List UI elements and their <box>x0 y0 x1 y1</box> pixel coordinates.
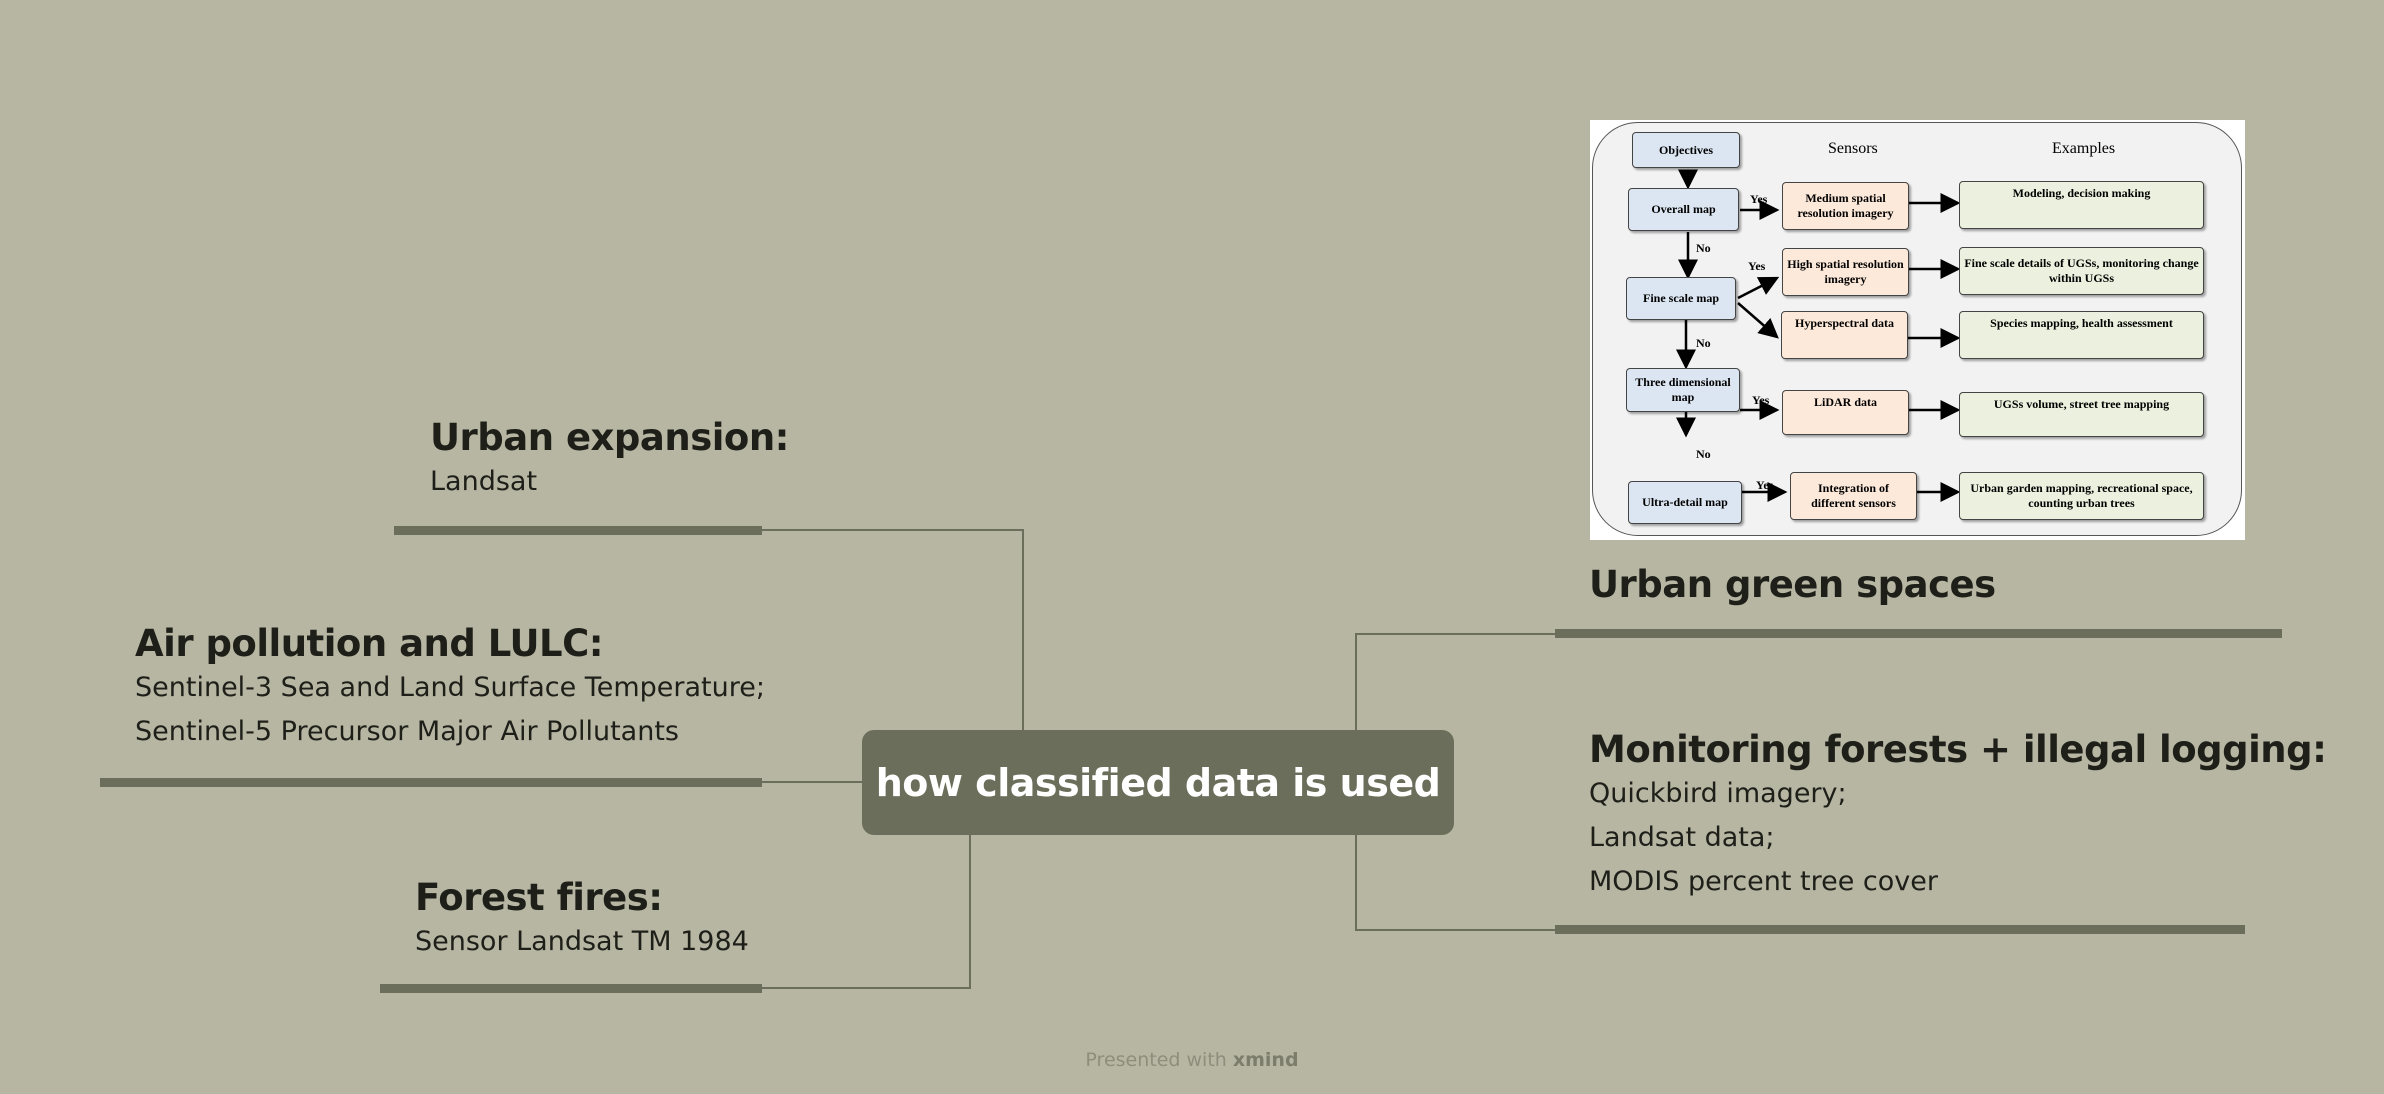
sensor-hyperspectral: Hyperspectral data <box>1781 311 1908 359</box>
example-label: Fine scale details of UGSs, monitoring c… <box>1964 256 2199 285</box>
objective-label: Ultra-detail map <box>1642 495 1728 509</box>
topic-title: Forest fires: <box>415 876 663 919</box>
example-ugss-volume: UGSs volume, street tree mapping <box>1959 392 2204 437</box>
topic-underline <box>100 778 762 787</box>
example-species-mapping: Species mapping, health assessment <box>1959 311 2204 359</box>
topic-detail: Sentinel-5 Precursor Major Air Pollutant… <box>135 716 679 748</box>
topic-detail: MODIS percent tree cover <box>1589 866 1938 898</box>
yes-label: Yes <box>1750 192 1768 206</box>
central-topic-label: how classified data is used <box>875 760 1441 805</box>
example-label: Species mapping, health assessment <box>1990 316 2173 330</box>
objective-label: Overall map <box>1651 202 1716 216</box>
objective-ultra-detail-map: Ultra-detail map <box>1628 481 1742 524</box>
example-fine-scale: Fine scale details of UGSs, monitoring c… <box>1959 247 2204 295</box>
topic-air-pollution[interactable]: Air pollution and LULC: Sentinel-3 Sea a… <box>135 622 765 754</box>
sensor-label: Integration of different sensors <box>1811 481 1896 510</box>
example-label: Urban garden mapping, recreational space… <box>1970 481 2193 510</box>
topic-underline <box>1555 629 2282 638</box>
sensor-label: Medium spatial resolution imagery <box>1797 191 1894 220</box>
yes-label: Yes <box>1748 259 1766 273</box>
topic-underline <box>380 984 762 993</box>
no-label: No <box>1696 336 1711 350</box>
sensors-header: Sensors <box>1828 140 1878 157</box>
objective-label: Three dimensional map <box>1635 375 1731 404</box>
objective-overall-map: Overall map <box>1628 188 1739 231</box>
topic-forest-fires[interactable]: Forest fires: Sensor Landsat TM 1984 <box>415 876 749 964</box>
topic-detail: Landsat data; <box>1589 822 1775 854</box>
example-label: UGSs volume, street tree mapping <box>1993 397 2170 411</box>
sensor-lidar: LiDAR data <box>1782 390 1909 435</box>
example-label: Modeling, decision making <box>2012 186 2151 200</box>
figure-arrows <box>1676 169 1961 502</box>
topic-title: Air pollution and LULC: <box>135 622 604 665</box>
objective-label: Fine scale map <box>1643 291 1719 305</box>
topic-urban-expansion[interactable]: Urban expansion: Landsat <box>430 416 789 504</box>
connector-monitoring-forests <box>1355 835 1555 931</box>
topic-detail: Landsat <box>430 466 538 498</box>
topic-monitoring-forests[interactable]: Monitoring forests + illegal logging: Qu… <box>1589 728 2327 904</box>
sensor-label: Hyperspectral data <box>1795 316 1894 330</box>
connector-urban-green-spaces <box>1355 633 1555 730</box>
topic-title: Urban expansion: <box>430 416 789 459</box>
topic-title: Urban green spaces <box>1589 563 1996 606</box>
objectives-header-box: Objectives <box>1632 132 1740 168</box>
xmind-brand[interactable]: xmind <box>1232 1049 1299 1071</box>
presented-with-footer: Presented with xmind <box>0 1049 2384 1071</box>
topic-underline <box>1555 925 2245 934</box>
topic-underline <box>394 526 762 535</box>
sensor-medium-resolution: Medium spatial resolution imagery <box>1782 182 1909 230</box>
topic-detail: Sensor Landsat TM 1984 <box>415 926 749 958</box>
examples-header: Examples <box>2052 140 2116 157</box>
yes-label: Yes <box>1756 478 1774 492</box>
connector-urban-expansion <box>762 529 1024 730</box>
objective-fine-scale-map: Fine scale map <box>1626 277 1736 320</box>
sensor-label: LiDAR data <box>1813 395 1877 409</box>
yes-label: Yes <box>1752 393 1770 407</box>
topic-detail: Quickbird imagery; <box>1589 778 1847 810</box>
footer-prefix: Presented with <box>1085 1049 1227 1071</box>
central-topic[interactable]: how classified data is used <box>862 730 1454 835</box>
connector-forest-fires <box>762 835 971 989</box>
topic-detail: Sentinel-3 Sea and Land Surface Temperat… <box>135 672 765 704</box>
topic-title: Monitoring forests + illegal logging: <box>1589 728 2327 771</box>
sensor-label: High spatial resolution imagery <box>1787 257 1904 286</box>
topic-urban-green-spaces[interactable]: Urban green spaces <box>1589 563 1996 607</box>
objectives-header-label: Objectives <box>1659 142 1713 157</box>
no-label: No <box>1696 447 1711 461</box>
objective-three-dimensional-map: Three dimensional map <box>1626 368 1740 412</box>
sensor-high-resolution: High spatial resolution imagery <box>1782 248 1909 296</box>
no-label: No <box>1696 241 1711 255</box>
sensor-integration: Integration of different sensors <box>1790 472 1917 520</box>
flowchart-figure[interactable]: Objectives Sensors Examples Overall map … <box>1590 120 2245 540</box>
example-urban-garden: Urban garden mapping, recreational space… <box>1959 472 2204 520</box>
example-modeling: Modeling, decision making <box>1959 181 2204 229</box>
